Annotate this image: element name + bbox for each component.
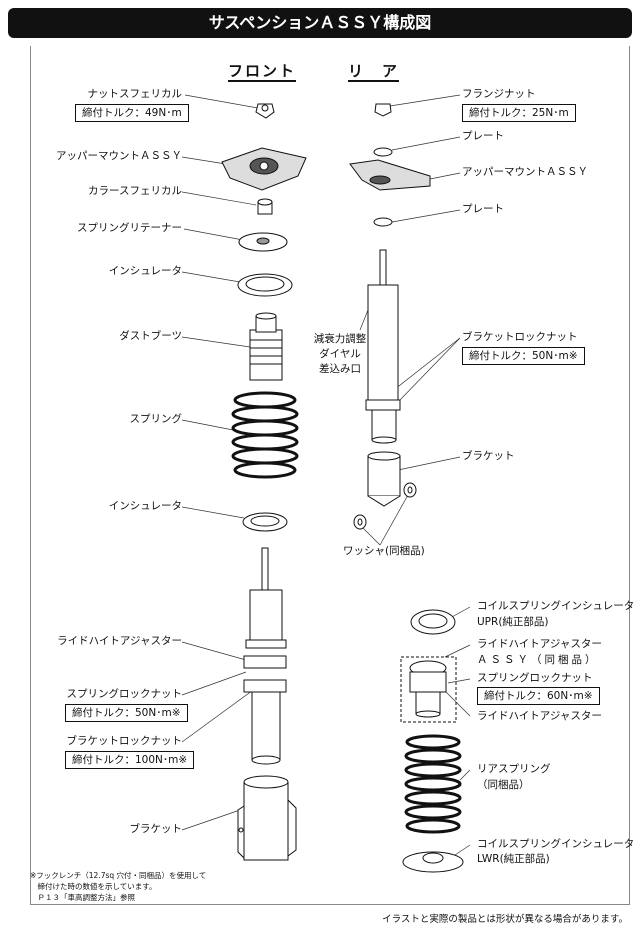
label-front-bracket-lock-nut: ブラケットロックナット [66,735,183,747]
damping-dial-line1: 減衰力調整 [313,333,367,345]
insulator-upr-line2: UPR(純正部品) [477,616,549,628]
rear-insulator-lwr [402,851,464,873]
adjuster-assy-box [400,656,457,723]
disclaimer-footer: イラストと実際の製品とは形状が異なる場合があります。 [382,914,628,925]
rear-plate-lower [373,217,393,227]
insulator-lwr-line2: LWR(純正部品) [477,853,550,865]
rear-bracket [367,451,401,507]
label-front-bracket: ブラケット [129,823,183,835]
note-line-3: Ｐ１３「車高調整方法」参照 [30,893,135,902]
heading-front: フロント [228,62,297,82]
adjuster-assy-line1: ライドハイトアジャスター [477,638,602,650]
rear-spring [404,734,462,834]
label-collar-spherical: カラースフェリカル [88,185,182,197]
rear-upper-mount [349,159,431,191]
label-rear-bracket-lock-nut: ブラケットロックナット [462,331,578,343]
label-plate-lower: プレート [462,203,504,215]
front-insulator-upper [237,273,293,297]
front-dust-boot [249,312,283,381]
label-plate-upper: プレート [462,130,504,142]
label-insulator-lwr: コイルスプリングインシュレータ LWR(純正部品) [477,838,634,866]
rear-ride-height-adjuster [409,660,447,718]
label-rear-ride-height-adjuster: ライドハイトアジャスター [477,710,602,722]
damping-dial-line3: 差込み口 [319,363,361,375]
label-insulator-upr: コイルスプリングインシュレータ UPR(純正部品) [477,600,634,629]
label-front-spring-lock-nut: スプリングロックナット [66,688,183,700]
heading-rear: リ ア [348,62,400,82]
rear-spring-line1: リアスプリング [477,763,551,775]
rear-plate-upper [373,147,393,157]
torque-front-spring-lock-nut: 締付トルク：50N･m※ [65,704,188,722]
label-insulator-upper: インシュレータ [108,265,182,277]
label-rear-upper-mount: アッパーマウントＡＳＳＹ [462,166,588,178]
torque-rear-spring-lock-nut: 締付トルク：60N･m※ [477,687,600,705]
label-rear-spring-lock-nut: スプリングロックナット [477,672,593,684]
front-damper [243,547,287,765]
label-front-spring: スプリング [129,413,183,425]
torque-rear-bracket-lock-nut: 締付トルク：50N･m※ [462,347,585,365]
label-front-ride-height-adjuster: ライドハイトアジャスター [57,635,182,647]
insulator-upr-line1: コイルスプリングインシュレータ [477,600,635,612]
label-nut-spherical: ナットスフェリカル [87,88,183,100]
rear-damper [365,249,401,444]
rear-flange-nut [374,103,392,117]
label-insulator-lower: インシュレータ [108,500,182,512]
front-spring-retainer [238,232,288,252]
front-nut-spherical [255,103,275,119]
label-spring-retainer: スプリングリテーナー [77,222,182,234]
rear-spring-line2: （同梱品） [477,779,530,791]
torque-nut-spherical: 締付トルク：49N･m [75,104,189,122]
washer-icon [353,482,417,530]
front-upper-mount [221,147,307,191]
label-damping-dial: 減衰力調整 ダイヤル 差込み口 [308,333,372,376]
front-insulator-lower [242,512,288,532]
leader-lines [181,94,471,856]
label-flange-nut: フランジナット [462,88,536,100]
diagram-frame [30,46,630,905]
rear-insulator-upr [410,609,456,635]
damping-dial-line2: ダイヤル [319,348,361,360]
label-rear-bracket: ブラケット [462,450,515,462]
torque-front-bracket-lock-nut: 締付トルク：100N･m※ [65,751,195,769]
label-front-upper-mount: アッパーマウントＡＳＳＹ [56,150,182,162]
front-bracket [237,775,297,861]
note-line-2: 締付けた時の数値を示しています。 [30,882,157,891]
front-spring [231,391,299,479]
label-dust-boot: ダストブーツ [119,330,182,342]
adjuster-assy-line2: ＡＳＳＹ（同梱品） [477,654,599,666]
label-washer: ワッシャ(同梱品) [343,545,425,557]
torque-flange-nut: 締付トルク：25N･m [462,104,576,122]
front-collar-spherical [257,198,273,215]
label-rear-spring: リアスプリング （同梱品） [477,763,551,792]
note-line-1: ※フックレンチ（12.7sq 穴付・同梱品）を使用して [30,871,207,880]
page-title: サスペンションＡＳＳＹ構成図 [8,8,632,38]
insulator-lwr-line1: コイルスプリングインシュレータ [477,838,635,850]
label-adjuster-assy: ライドハイトアジャスター ＡＳＳＹ（同梱品） [477,638,602,667]
